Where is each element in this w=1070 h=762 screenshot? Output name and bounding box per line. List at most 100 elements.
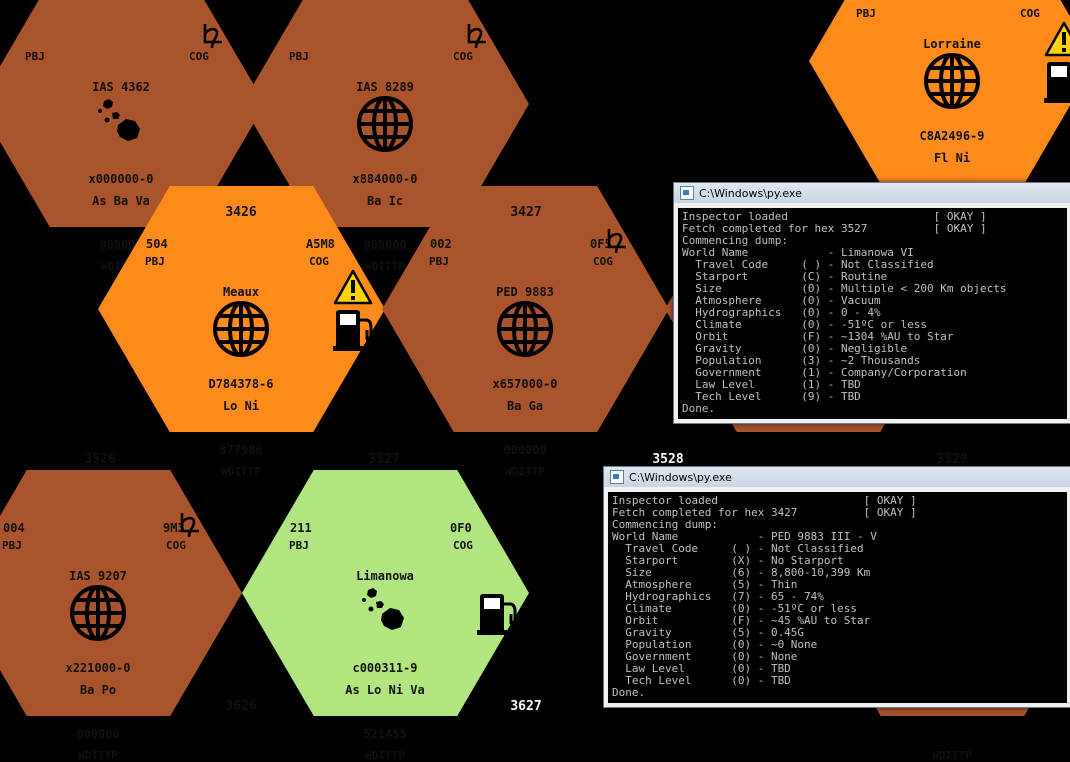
console-line: Tech Level (9) - TBD: [682, 390, 861, 403]
console-line: Commencing dump:: [682, 234, 788, 247]
population-digits: 521455: [363, 727, 407, 741]
window-titlebar[interactable]: C:\Windows\py.exe: [604, 467, 1070, 487]
world-name: IAS 9207: [69, 569, 127, 583]
window-title: C:\Windows\py.exe: [699, 186, 802, 200]
globe-icon: [923, 52, 981, 114]
hex-number: 3626: [225, 699, 257, 714]
console-line: Starport (C) - Routine: [682, 270, 888, 283]
console-app-icon: [680, 186, 694, 200]
globe-icon: [69, 584, 127, 646]
console-output: Inspector loaded [ OKAY ]Fetch completed…: [678, 208, 1067, 419]
console-line: Starport (X) - No Starport: [612, 554, 844, 567]
console-line: Done.: [682, 402, 716, 415]
window-title: C:\Windows\py.exe: [629, 470, 732, 484]
console-line: Done.: [612, 686, 646, 699]
console-line: Climate (0) - -51ºC or less: [612, 602, 858, 615]
hex-number: 3427: [510, 205, 542, 220]
console-line: Hydrographics (7) - 65 - 74%: [612, 590, 824, 603]
pbj-label: PBJ: [289, 539, 309, 552]
gas-giant-icon: [602, 227, 628, 259]
asteroid-icon: [356, 584, 414, 646]
window-titlebar[interactable]: C:\Windows\py.exe: [674, 183, 1070, 203]
console-line: Government (0) - None: [612, 650, 798, 663]
trade-codes: Ba Ic: [366, 194, 404, 208]
hex-corner-right: A5M8: [306, 237, 335, 251]
uwp-code: x884000-0: [352, 172, 418, 186]
cog-label: COG: [189, 50, 209, 63]
hex-corner-left: 002: [430, 237, 452, 251]
hex-number: 3527: [368, 452, 400, 467]
wdittp-label: WDITTP: [78, 749, 118, 762]
world-name: Limanowa: [356, 569, 414, 583]
console-line: Travel Code ( ) - Not Classified: [612, 542, 864, 555]
pbj-label: PBJ: [856, 7, 876, 20]
cog-label: COG: [453, 539, 473, 552]
console-line: Population (0) - ~0 None: [612, 638, 818, 651]
hex-number: 3529: [936, 452, 968, 467]
warning-icon: [1044, 21, 1070, 61]
uwp-code: C8A2496-9: [919, 129, 985, 143]
hex-number: 3426: [225, 205, 257, 220]
console-line: Law Level (0) - TBD: [612, 662, 791, 675]
world-name: Meaux: [222, 285, 260, 299]
console-line: Atmosphere (5) - Thin: [612, 578, 798, 591]
console-line: Law Level (1) - TBD: [682, 378, 861, 391]
population-digits: 877986: [219, 443, 263, 457]
fuel-pump-icon: [1044, 60, 1070, 108]
console-line: Travel Code ( ) - Not Classified: [682, 258, 934, 271]
hex-corner-left: 211: [290, 521, 312, 535]
gas-giant-icon: [198, 22, 224, 54]
fuel-pump-icon: [477, 592, 521, 640]
console-line: Inspector loaded [ OKAY ]: [612, 494, 917, 507]
globe-icon: [212, 300, 270, 362]
trade-codes: As Ba Va: [92, 194, 150, 208]
console-line: Gravity (0) - Negligible: [682, 342, 908, 355]
pbj-label: PBJ: [429, 255, 449, 268]
fuel-pump-icon: [333, 308, 377, 356]
gas-giant-icon: [462, 22, 488, 54]
console-line: Hydrographics (0) - 0 - 4%: [682, 306, 881, 319]
hex-corner-left: 004: [3, 521, 25, 535]
console-output: Inspector loaded [ OKAY ]Fetch completed…: [608, 492, 1067, 703]
world-name: Lorraine: [923, 37, 981, 51]
trade-codes: Fl Ni: [933, 151, 971, 165]
population-digits: 000000: [503, 443, 547, 457]
console-line: Orbit (F) - ~1304 %AU to Star: [682, 330, 954, 343]
uwp-code: D784378-6: [208, 377, 274, 391]
cog-label: COG: [593, 255, 613, 268]
hex-number: 3526: [84, 452, 116, 467]
pbj-label: PBJ: [2, 539, 22, 552]
console-line: Orbit (F) - ~45 %AU to Star: [612, 614, 871, 627]
population-digits: 000000: [363, 238, 407, 252]
cog-label: COG: [309, 255, 329, 268]
console-line: Government (1) - Company/Corporation: [682, 366, 967, 379]
console-line: World Name - PED 9883 III - V: [612, 530, 877, 543]
population-digits: 000000: [76, 727, 120, 741]
world-name: IAS 8289: [356, 80, 414, 94]
wdittp-label: WDITTP: [365, 260, 405, 273]
console-window-hex-3427[interactable]: C:\Windows\py.exe Inspector loaded [ OKA…: [603, 466, 1070, 708]
globe-icon: [356, 95, 414, 157]
wdittp-label: WDITTP: [932, 749, 972, 762]
console-line: World Name - Limanowa VI: [682, 246, 914, 259]
hex-corner-left: 504: [146, 237, 168, 251]
world-name: PED 9883: [496, 285, 554, 299]
console-line: Fetch completed for hex 3527 [ OKAY ]: [682, 222, 987, 235]
gas-giant-icon: [175, 511, 201, 543]
asteroid-icon: [92, 95, 150, 157]
globe-icon: [496, 300, 554, 362]
uwp-code: x000000-0: [88, 172, 154, 186]
pbj-label: PBJ: [145, 255, 165, 268]
trade-codes: Lo Ni: [222, 399, 260, 413]
cog-label: COG: [453, 50, 473, 63]
hex-corner-right: 9M3: [163, 521, 185, 535]
console-app-icon: [610, 470, 624, 484]
hex-corner-right: 0F0: [450, 521, 472, 535]
console-line: Size (6) - 8,800-10,399 Km: [612, 566, 871, 579]
pbj-label: PBJ: [25, 50, 45, 63]
hex-cell-h7[interactable]: [242, 470, 529, 716]
console-window-hex-3527[interactable]: C:\Windows\py.exe Inspector loaded [ OKA…: [673, 182, 1070, 424]
console-line: Fetch completed for hex 3427 [ OKAY ]: [612, 506, 917, 519]
trade-codes: Ba Ga: [506, 399, 544, 413]
wdittp-label: WDITTP: [505, 465, 545, 478]
